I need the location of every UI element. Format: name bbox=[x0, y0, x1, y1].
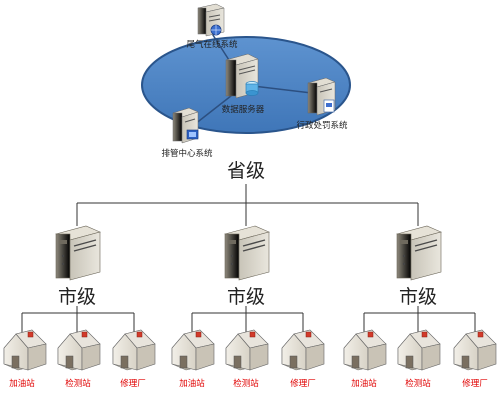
system-label-dispatch: 排管中心系统 bbox=[161, 148, 213, 159]
database-server-icon bbox=[225, 53, 259, 99]
system-label-penalty: 行政处罚系统 bbox=[296, 120, 348, 131]
city-server-3 bbox=[396, 225, 442, 281]
site-label-repair-shop: 修理厂 bbox=[462, 378, 488, 389]
site-label-repair-shop: 修理厂 bbox=[120, 378, 146, 389]
site-label-inspection-station: 检测站 bbox=[233, 378, 259, 389]
server-document-icon bbox=[307, 77, 336, 116]
site-label-repair-shop: 修理厂 bbox=[290, 378, 316, 389]
site-label-gas-station: 加油站 bbox=[179, 378, 205, 389]
system-label-exhaust: 尾气在线系统 bbox=[186, 39, 238, 50]
province-level-label: 省级 bbox=[227, 160, 265, 182]
site-label-gas-station: 加油站 bbox=[9, 378, 35, 389]
system-label-data-server: 数据服务器 bbox=[222, 104, 265, 115]
tree-connectors bbox=[21, 184, 476, 334]
city-level-label-3: 市级 bbox=[399, 286, 437, 308]
city-level-label-2: 市级 bbox=[227, 286, 265, 308]
house-icon bbox=[225, 329, 269, 371]
house-icon bbox=[343, 329, 387, 371]
city-server-2 bbox=[224, 225, 270, 281]
server-monitor-icon bbox=[172, 107, 199, 144]
site-label-inspection-station: 检测站 bbox=[405, 378, 431, 389]
house-icon bbox=[3, 329, 47, 371]
house-icon bbox=[397, 329, 441, 371]
house-icon bbox=[281, 329, 325, 371]
city-level-label-1: 市级 bbox=[58, 286, 96, 308]
house-icon bbox=[112, 329, 156, 371]
province-ring-rim bbox=[141, 36, 351, 134]
site-label-gas-station: 加油站 bbox=[351, 378, 377, 389]
server-globe-icon bbox=[197, 3, 225, 37]
house-icon bbox=[57, 329, 101, 371]
house-icon bbox=[171, 329, 215, 371]
site-label-inspection-station: 检测站 bbox=[65, 378, 91, 389]
city-server-1 bbox=[55, 225, 101, 281]
house-icon bbox=[453, 329, 497, 371]
